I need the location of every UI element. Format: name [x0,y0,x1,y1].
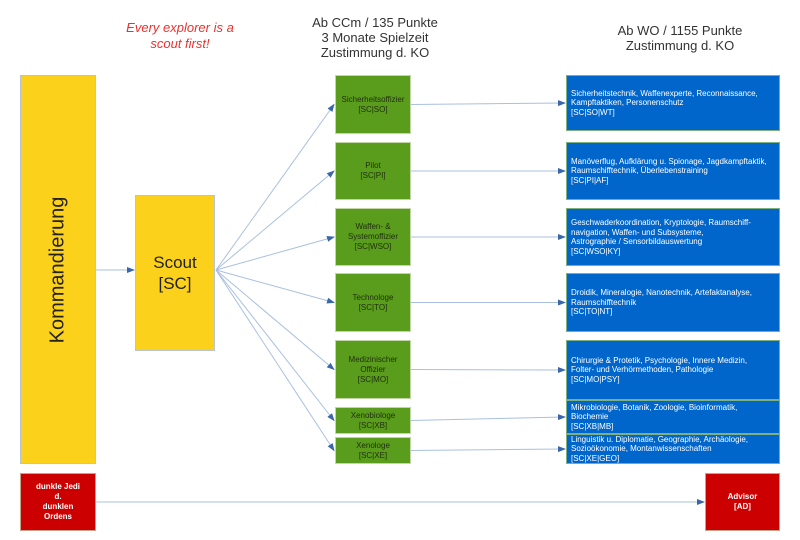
scout-to-specialization-arrow [215,170,335,271]
requirement-line: 3 Monate Spielzeit [321,30,429,45]
expertise-line: Manöverflug, Aufklärung u. Spionage, Jag… [571,156,767,166]
specialization-line: [SC|XE] [358,450,388,460]
scout-to-specialization-arrow [215,269,335,304]
expertise-box[interactable]: Mikrobiologie, Botanik, Zoologie, Bioinf… [566,400,780,434]
expertise-line: navigation, Waffen- und Subsysteme, [571,227,704,237]
specialization-line: Technologe [352,292,394,302]
specialization-line: [SC|PI] [360,171,386,180]
advisor-code: [AD] [734,502,751,511]
dark-order-line: dunkle Jedi [35,482,80,491]
requirement-line: Ab WO / 1155 Punkte [617,23,743,38]
command-label: Kommandierung [46,196,69,343]
motto-line: Every explorer is a [126,20,234,35]
specialization-line: Sicherheitsoffizier [341,94,405,104]
dark-order-box[interactable]: dunkle Jedi d. dunklen Ordens [20,473,96,531]
expertise-line: Sicherheitstechnik, Waffenexperte, Recon… [571,88,758,98]
specialization-box[interactable]: Technologe[SC|TO] [335,273,411,332]
scout-to-specialization-arrow [215,269,335,371]
specialization-line: [SC|MO] [357,374,389,384]
expertise-line: Raumschifftechnik, Überlebenstraining [571,166,708,176]
specialization-box[interactable]: Pilot[SC|PI] [335,142,411,200]
expertise-line: Mikrobiologie, Botanik, Zoologie, Bioinf… [571,402,738,412]
scout-title: Scout [153,253,197,272]
specialization-to-expertise-arrow [410,446,566,453]
expertise-box[interactable]: Droidik, Mineralogie, Nanotechnik, Artef… [566,273,780,332]
expertise-line: [SC|TO|NT] [571,307,613,317]
specialization-line: Pilot [365,161,381,170]
expertise-line: Folter- und Verhörmethoden, Pathologie [571,365,714,375]
specialization-line: [SC|SO] [358,104,388,114]
requirement-line: Ab CCm / 135 Punkte [312,15,438,30]
expertise-line: Droidik, Mineralogie, Nanotechnik, Artef… [571,288,752,298]
requirement-line: Zustimmung d. KO [625,38,735,53]
specialization-box[interactable]: Waffen- &Systemoffizier[SC|WSO] [335,208,411,266]
expertise-box[interactable]: Manöverflug, Aufklärung u. Spionage, Jag… [566,142,780,200]
scout-label: Scout [SC] [136,252,214,294]
expertise-line: [SC|WSO|KY] [571,246,621,256]
specialization-line: Xenologe [356,440,390,450]
specialization-to-expertise-arrow [410,366,566,373]
expertise-line: [SC|PI|AF] [571,175,609,185]
expertise-line: [SC|SO|WT] [571,107,615,117]
scout-to-specialization-arrow [215,269,335,452]
expertise-line: [SC|XB|MB] [571,421,614,431]
expertise-line: Raumschifftechnik [571,297,637,307]
dark-order-line: Ordens [43,512,72,521]
specialization-to-expertise-arrow [410,414,566,421]
requirement-line: Zustimmung d. KO [320,45,430,60]
command-box[interactable]: Kommandierung [20,75,96,464]
advisor-box[interactable]: Advisor [AD] [705,473,780,531]
specialization-to-expertise-arrow [410,100,566,107]
expertise-line: Biochemie [571,412,609,422]
scout-to-specialization-arrow [215,235,335,271]
expertise-box[interactable]: Linguistik u. Diplomatie, Geographie, Ar… [566,434,780,464]
motto-text: Every explorer is a scout first! [100,20,260,52]
expertise-line: Kampftaktiken, Personenschutz [571,98,684,108]
expertise-box[interactable]: Chirurgie & Protetik, Psychologie, Inner… [566,340,780,400]
scout-to-specialization-arrow [215,269,335,422]
specialization-line: Medizinischer [348,354,398,364]
expertise-line: Linguistik u. Diplomatie, Geographie, Ar… [571,434,748,444]
specialization-box[interactable]: Xenobiologe[SC|XB] [335,407,411,434]
specialization-line: [SC|XB] [358,420,388,430]
specialization-requirements: Ab CCm / 135 Punkte 3 Monate Spielzeit Z… [290,15,460,60]
specialization-line: Offizier [360,364,386,374]
scout-to-specialization-arrow [215,103,335,271]
expertise-line: Sozioökonomie, Montanwissenschaften [571,444,712,454]
expertise-line: Astrographie / Sensorbildauswertung [571,237,703,246]
expertise-box[interactable]: Sicherheitstechnik, Waffenexperte, Recon… [566,75,780,131]
advisor-title: Advisor [727,492,758,501]
specialization-box[interactable]: Xenologe[SC|XE] [335,437,411,464]
specialization-line: [SC|TO] [358,302,388,312]
specialization-box[interactable]: Sicherheitsoffizier[SC|SO] [335,75,411,134]
specialization-line: Xenobiologe [350,410,396,420]
expertise-line: Chirurgie & Protetik, Psychologie, Inner… [571,355,748,365]
specialization-line: Waffen- & [355,222,391,231]
expertise-line: [SC|XE|GEO] [571,453,620,463]
expertise-box[interactable]: Geschwaderkoordination, Kryptologie, Rau… [566,208,780,266]
scout-code: [SC] [158,274,192,293]
motto-line: scout first! [150,36,210,51]
specialization-line: [SC|WSO] [354,242,392,251]
scout-box[interactable]: Scout [SC] [135,195,215,351]
expertise-line: Geschwaderkoordination, Kryptologie, Rau… [571,218,751,227]
expertise-requirements: Ab WO / 1155 Punkte Zustimmung d. KO [580,23,780,53]
dark-order-line: d. [54,492,62,501]
specialization-line: Systemoffizier [347,232,399,241]
dark-order-line: dunklen [42,502,74,511]
expertise-line: [SC|MO|PSY] [571,374,620,384]
